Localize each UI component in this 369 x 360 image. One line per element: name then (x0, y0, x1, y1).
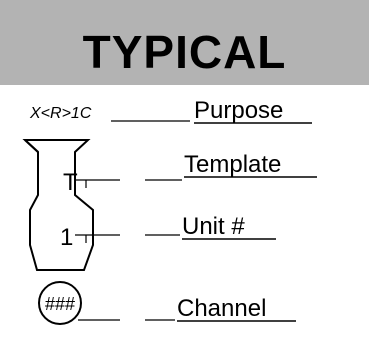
channel-circle (38, 281, 82, 325)
channel-label: Channel (177, 295, 266, 322)
symbol-template-letter: T (63, 169, 78, 196)
page-title: TYPICAL (82, 26, 287, 78)
symbol-outline (22, 139, 94, 271)
symbol-unit-number: 1 (60, 224, 73, 251)
template-label: Template (184, 151, 281, 178)
title-banner (0, 0, 369, 85)
unit-label: Unit # (182, 213, 245, 240)
symbol-outline-left-notch (24, 139, 39, 153)
symbol-channel-number: ### (45, 294, 75, 314)
symbol-code: X<R>1C (29, 105, 92, 122)
purpose-label: Purpose (194, 97, 283, 124)
